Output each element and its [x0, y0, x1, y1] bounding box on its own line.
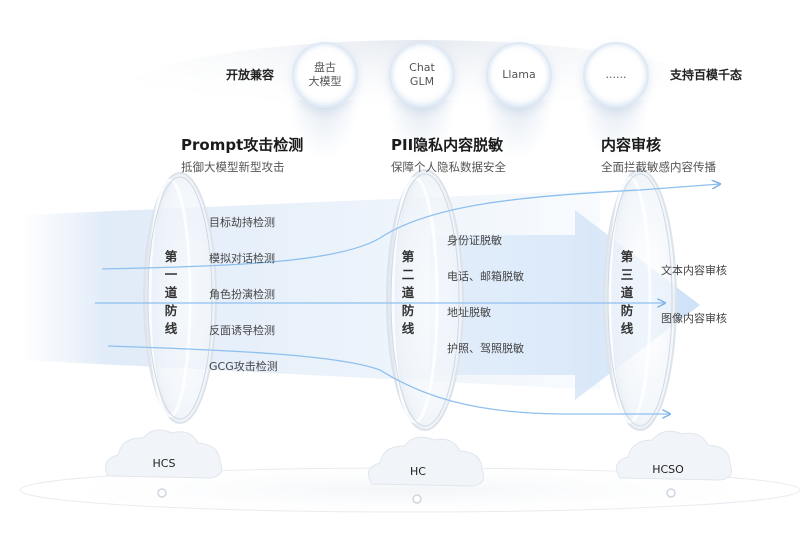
defense-1-item: 目标劫持检测 [209, 216, 275, 229]
defense-2-subtitle: 保障个人隐私数据安全 [391, 160, 506, 174]
model-glow-1 [289, 100, 359, 160]
defense-1-item: 反面诱导检测 [209, 324, 275, 337]
model-glow-3 [483, 100, 553, 160]
cloud-2 [367, 436, 485, 487]
defense-1-title: Prompt攻击检测 [181, 136, 304, 154]
defense-3-line-label: 第 三 道 防 线 [620, 249, 634, 336]
defense-1-line-label: 第 一 道 防 线 [164, 249, 178, 336]
flow-line-3 [107, 345, 670, 414]
flow-line-1 [101, 184, 720, 270]
cloud-3 [615, 430, 733, 481]
defense-2-item: 身份证脱敏 [447, 234, 502, 247]
model-bubble-pangu: 盘古 大模型 [292, 42, 358, 108]
model-glow-2 [386, 100, 456, 160]
lens-3 [603, 169, 677, 431]
defense-2-item: 电话、邮箱脱敏 [447, 270, 524, 283]
lens-2 [386, 169, 464, 431]
defense-2-title: PII隐私内容脱敏 [391, 136, 504, 154]
cloud-label-hcs: HCS [152, 457, 176, 470]
defense-3-item: 图像内容审核 [661, 312, 727, 325]
defense-3-title: 内容审核 [601, 136, 662, 154]
defense-1-item: 模拟对话检测 [209, 252, 275, 265]
defense-2-item: 地址脱敏 [447, 306, 491, 319]
model-bubble-chatglm: Chat GLM [389, 42, 455, 108]
cloud-1 [105, 429, 223, 479]
model-bubble-llama: Llama [486, 42, 552, 108]
model-bubble-more: ...... [583, 42, 649, 108]
defense-1-item: 角色扮演检测 [209, 288, 275, 301]
defense-2-item: 护照、驾照脱敏 [447, 342, 524, 355]
lens-1 [143, 172, 217, 424]
defense-2-line-label: 第 二 道 防 线 [401, 249, 415, 336]
cloud-label-hc: HC [410, 465, 426, 478]
models-left-label: 开放兼容 [226, 68, 275, 82]
cloud-label-hcso: HCSO [652, 463, 684, 476]
models-right-label: 支持百模千态 [670, 68, 743, 82]
defense-1-subtitle: 抵御大模型新型攻击 [181, 160, 285, 174]
model-glow-4 [580, 100, 650, 160]
defense-1-item: GCG攻击检测 [209, 360, 278, 373]
defense-3-subtitle: 全面拦截敏感内容传播 [601, 160, 716, 174]
defense-3-item: 文本内容审核 [661, 264, 727, 277]
